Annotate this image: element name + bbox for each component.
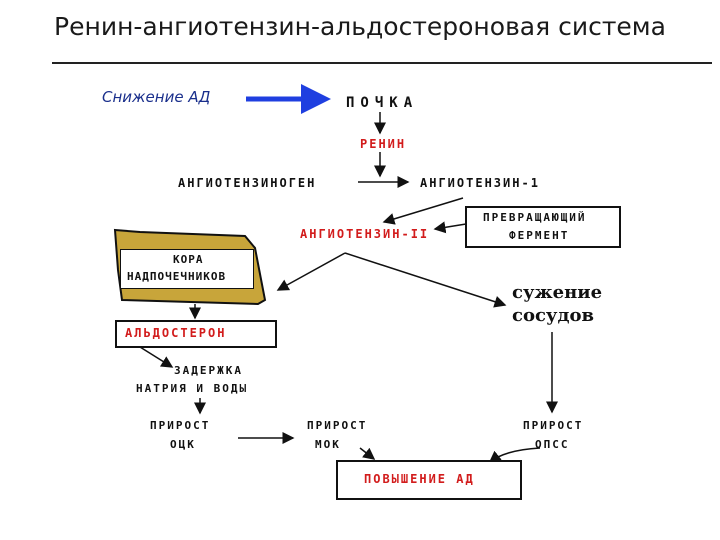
- node-renin: РЕНИН: [360, 137, 407, 151]
- enzyme-box: ПРЕВРАЩАЮЩИЙ ФЕРМЕНТ: [465, 206, 621, 248]
- enzyme-label-2: ФЕРМЕНТ: [509, 229, 570, 242]
- cortex-label-1: КОРА: [173, 253, 204, 266]
- bcv-label-2: ОЦК: [170, 438, 196, 451]
- mov-label-2: МОК: [315, 438, 341, 451]
- node-angiotensinogen: АНГИОТЕНЗИНОГЕН: [178, 176, 317, 190]
- bp-rise-box: ПОВЫШЕНИЕ АД: [336, 460, 522, 500]
- bp-rise-label: ПОВЫШЕНИЕ АД: [364, 472, 475, 486]
- trigger-label: Снижение АД: [102, 88, 211, 106]
- title-divider: [52, 62, 712, 64]
- retention-label-1: ЗАДЕРЖКА: [174, 364, 243, 377]
- retention-label-2: НАТРИЯ И ВОДЫ: [136, 382, 249, 395]
- arrow-enzyme-at2: [433, 221, 467, 234]
- bcv-label-1: ПРИРОСТ: [150, 419, 211, 432]
- vaso-label-1: сужение: [512, 282, 603, 303]
- enzyme-label-1: ПРЕВРАЩАЮЩИЙ: [483, 211, 587, 224]
- mov-label-1: ПРИРОСТ: [307, 419, 368, 432]
- arrow-at2-cortex: [276, 252, 346, 291]
- aldosterone-box: АЛЬДОСТЕРОН: [115, 320, 277, 348]
- vaso-label-2: сосудов: [512, 305, 594, 326]
- arrow-at1-at2: [382, 197, 464, 225]
- arrow-at2-vaso: [344, 252, 507, 308]
- page-title: Ренин-ангиотензин-альдостероновая систем…: [54, 12, 666, 41]
- tpr-label-1: ПРИРОСТ: [523, 419, 584, 432]
- cortex-label-2: НАДПОЧЕЧНИКОВ: [127, 270, 227, 283]
- aldosterone-label: АЛЬДОСТЕРОН: [125, 326, 227, 340]
- node-kidney: ПОЧКА: [346, 95, 419, 111]
- arrow-mov-bp: [359, 447, 376, 460]
- cortex-box: КОРА НАДПОЧЕЧНИКОВ: [120, 249, 254, 289]
- tpr-label-2: ОПСС: [535, 438, 570, 451]
- node-angiotensin-1: АНГИОТЕНЗИН-1: [420, 176, 540, 190]
- arrow-aldo-retention: [139, 346, 174, 368]
- node-angiotensin-2: АНГИОТЕНЗИН-II: [300, 227, 430, 241]
